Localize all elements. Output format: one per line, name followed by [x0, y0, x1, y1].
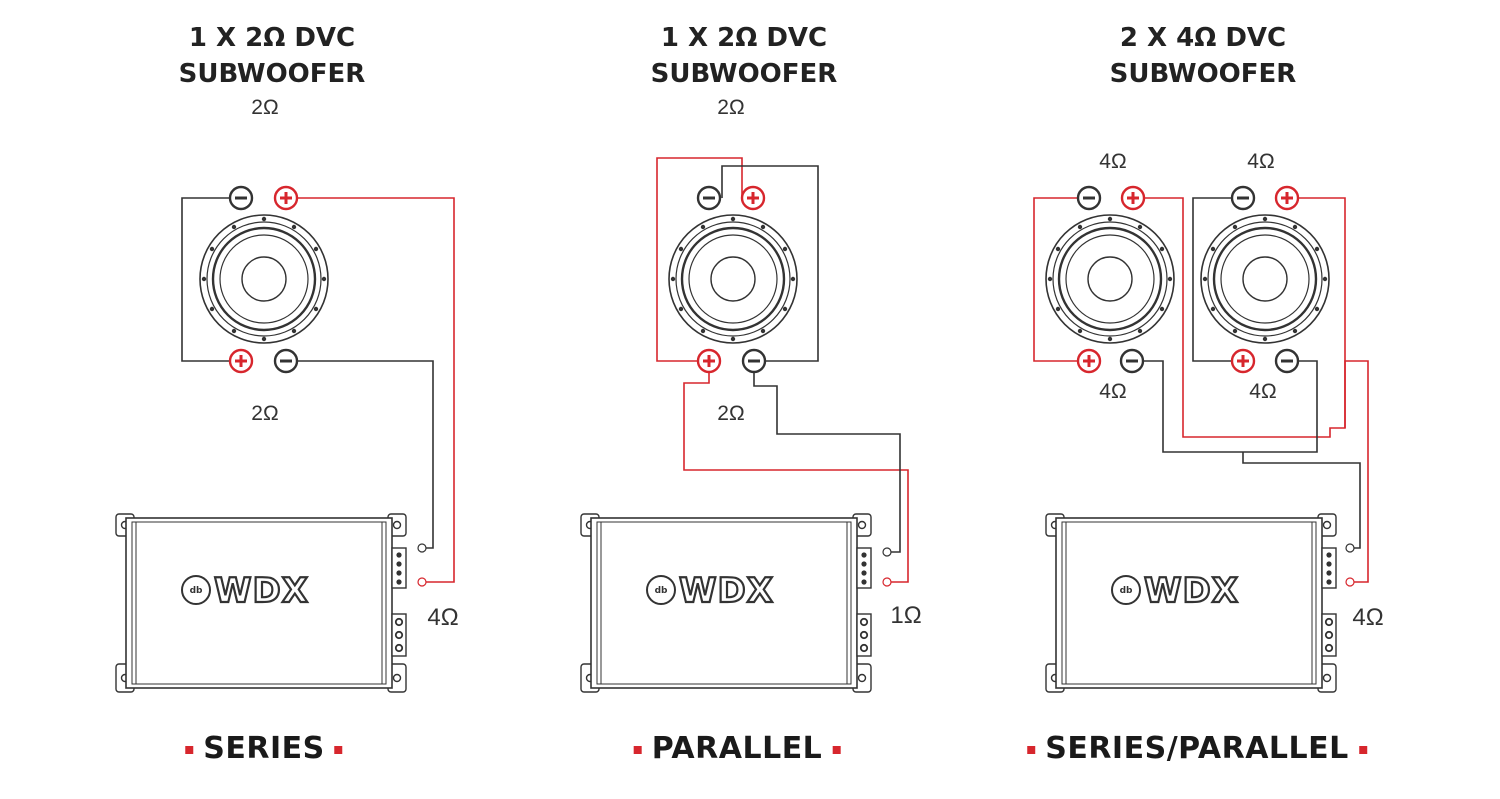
- panel-1-jumper-wire: [181, 197, 230, 362]
- amp-brand-text: WDX: [1144, 571, 1239, 611]
- accent-square-right: [1358, 745, 1367, 754]
- panel-1-subwoofer-icon: [198, 213, 330, 345]
- amp-positive-terminal-icon: [417, 577, 427, 587]
- panel-1-title-line1: 1 X 2Ω DVC: [188, 23, 356, 53]
- panel-2-wiring-label: PARALLEL: [624, 731, 851, 766]
- amp-brand-text: WDX: [679, 571, 774, 611]
- plus-terminal-icon: [1274, 185, 1300, 211]
- plus-terminal-icon: [1076, 348, 1102, 374]
- accent-square-left: [185, 745, 194, 754]
- amp-positive-terminal-icon: [1345, 577, 1355, 587]
- panel-3-positive-link: [1144, 197, 1346, 438]
- panel-3-sub1-jumper: [1033, 197, 1078, 362]
- amp-negative-terminal-icon: [1345, 543, 1355, 553]
- panel-3-sub2-bottom-ohm: 4Ω: [1249, 380, 1277, 403]
- accent-square-right: [832, 745, 841, 754]
- panel-1-amplifier: db WDX: [115, 513, 427, 693]
- amp-brand-text: WDX: [214, 571, 309, 611]
- panel-2-positive-wire: [683, 372, 909, 583]
- amp-negative-terminal-icon: [882, 547, 892, 557]
- panel-3-negative-wire: [1242, 452, 1361, 549]
- panel-1-positive-wire: [297, 197, 455, 583]
- panel-3-sub1-top-ohm: 4Ω: [1099, 150, 1127, 173]
- panel-2-negative-wire: [753, 372, 901, 553]
- panel-2-label-text: PARALLEL: [651, 731, 823, 766]
- panel-3-positive-wire: [1344, 360, 1369, 583]
- panel-3-negative-link: [1143, 360, 1318, 453]
- minus-terminal-icon: [1119, 348, 1145, 374]
- amp-logo: db WDX: [1111, 570, 1239, 612]
- panel-2-subwoofer-icon: [667, 213, 799, 345]
- plus-terminal-icon: [740, 185, 766, 211]
- panel-1-wiring-label: SERIES: [175, 731, 352, 766]
- panel-1-label-text: SERIES: [203, 731, 325, 766]
- minus-terminal-icon: [1274, 348, 1300, 374]
- panel-1-title-line2: SUBWOOFER: [178, 59, 366, 89]
- plus-terminal-icon: [273, 185, 299, 211]
- panel-3-subwoofer-1-icon: [1044, 213, 1176, 345]
- accent-square-left: [1027, 745, 1036, 754]
- panel-2-wiring: [656, 157, 909, 583]
- panel-3-title-line1: 2 X 4Ω DVC: [1119, 23, 1287, 53]
- amp-logo: db WDX: [181, 570, 309, 612]
- plus-terminal-icon: [228, 348, 254, 374]
- accent-square-right: [334, 745, 343, 754]
- panel-3-sub2-jumper: [1192, 197, 1232, 362]
- amp-logo-mark: db: [655, 586, 668, 596]
- amp-logo-mark: db: [1120, 586, 1133, 596]
- panel-2-title-line1: 1 X 2Ω DVC: [660, 23, 828, 53]
- panel-2-coil-top-ohm: 2Ω: [717, 96, 745, 119]
- panel-3-sub1-bottom-ohm: 4Ω: [1099, 380, 1127, 403]
- panel-1-coil-bottom-ohm: 2Ω: [251, 402, 279, 425]
- panel-3-sub2-top-ohm: 4Ω: [1247, 150, 1275, 173]
- panel-1-amp-load: 4Ω: [427, 604, 459, 631]
- panel-1-wiring: [181, 197, 455, 583]
- panel-2-amp-load: 1Ω: [890, 602, 922, 629]
- minus-terminal-icon: [696, 185, 722, 211]
- minus-terminal-icon: [228, 185, 254, 211]
- panel-3-wiring-label: SERIES/PARALLEL: [1017, 731, 1377, 766]
- panel-3-title-line2: SUBWOOFER: [1109, 59, 1297, 89]
- panel-3-label-text: SERIES/PARALLEL: [1045, 731, 1349, 766]
- panel-3-amplifier: db WDX: [1045, 513, 1355, 693]
- panel-3-subwoofer-2-icon: [1199, 213, 1331, 345]
- minus-terminal-icon: [1076, 185, 1102, 211]
- amp-positive-terminal-icon: [882, 577, 892, 587]
- panel-2-title-line2: SUBWOOFER: [650, 59, 838, 89]
- panel-2-positive-jumper: [656, 157, 743, 362]
- panel-2-amplifier: db WDX: [580, 513, 892, 693]
- plus-terminal-icon: [1120, 185, 1146, 211]
- amp-negative-terminal-icon: [417, 543, 427, 553]
- plus-terminal-icon: [1230, 348, 1256, 374]
- minus-terminal-icon: [741, 348, 767, 374]
- amp-logo-mark: db: [190, 586, 203, 596]
- panel-3-amp-load: 4Ω: [1352, 604, 1384, 631]
- minus-terminal-icon: [1230, 185, 1256, 211]
- amp-logo: db WDX: [646, 570, 774, 612]
- plus-terminal-icon: [696, 348, 722, 374]
- panel-3-wiring: [1033, 197, 1369, 583]
- accent-square-left: [633, 745, 642, 754]
- panel-1-coil-top-ohm: 2Ω: [251, 96, 279, 119]
- panel-2-coil-bottom-ohm: 2Ω: [717, 402, 745, 425]
- panel-1-negative-wire: [297, 360, 434, 549]
- minus-terminal-icon: [273, 348, 299, 374]
- panel-2-negative-jumper: [721, 165, 819, 362]
